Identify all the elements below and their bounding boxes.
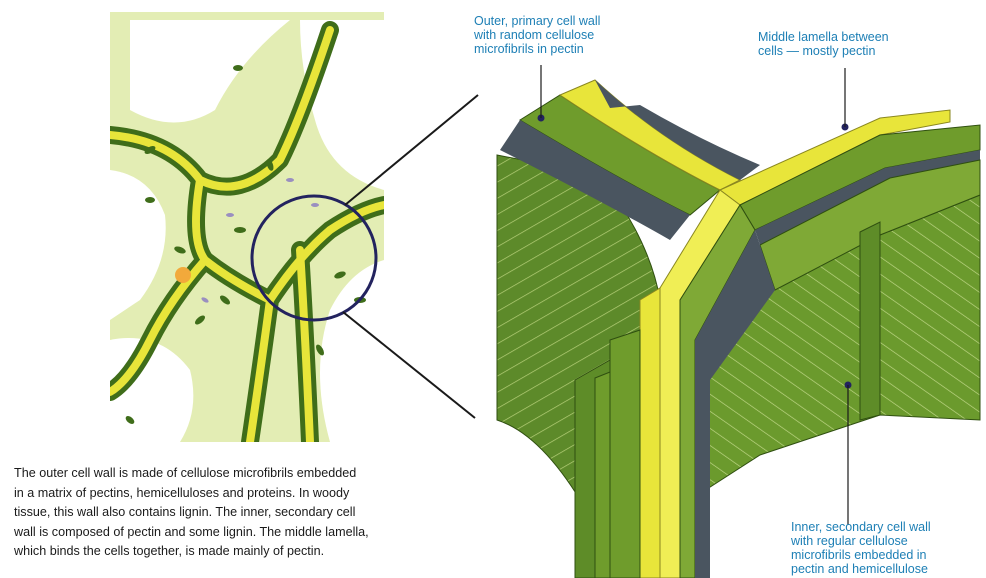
caption: The outer cell wall is made of cellulose…	[14, 464, 494, 562]
label-outer-primary-wall: Outer, primary cell wall with random cel…	[474, 14, 600, 56]
wall-block-3d	[497, 80, 980, 578]
label-inner-secondary-wall: Inner, secondary cell wall with regular …	[791, 520, 931, 576]
label-middle-lamella: Middle lamella between cells — mostly pe…	[758, 30, 889, 58]
micrograph	[110, 12, 384, 442]
